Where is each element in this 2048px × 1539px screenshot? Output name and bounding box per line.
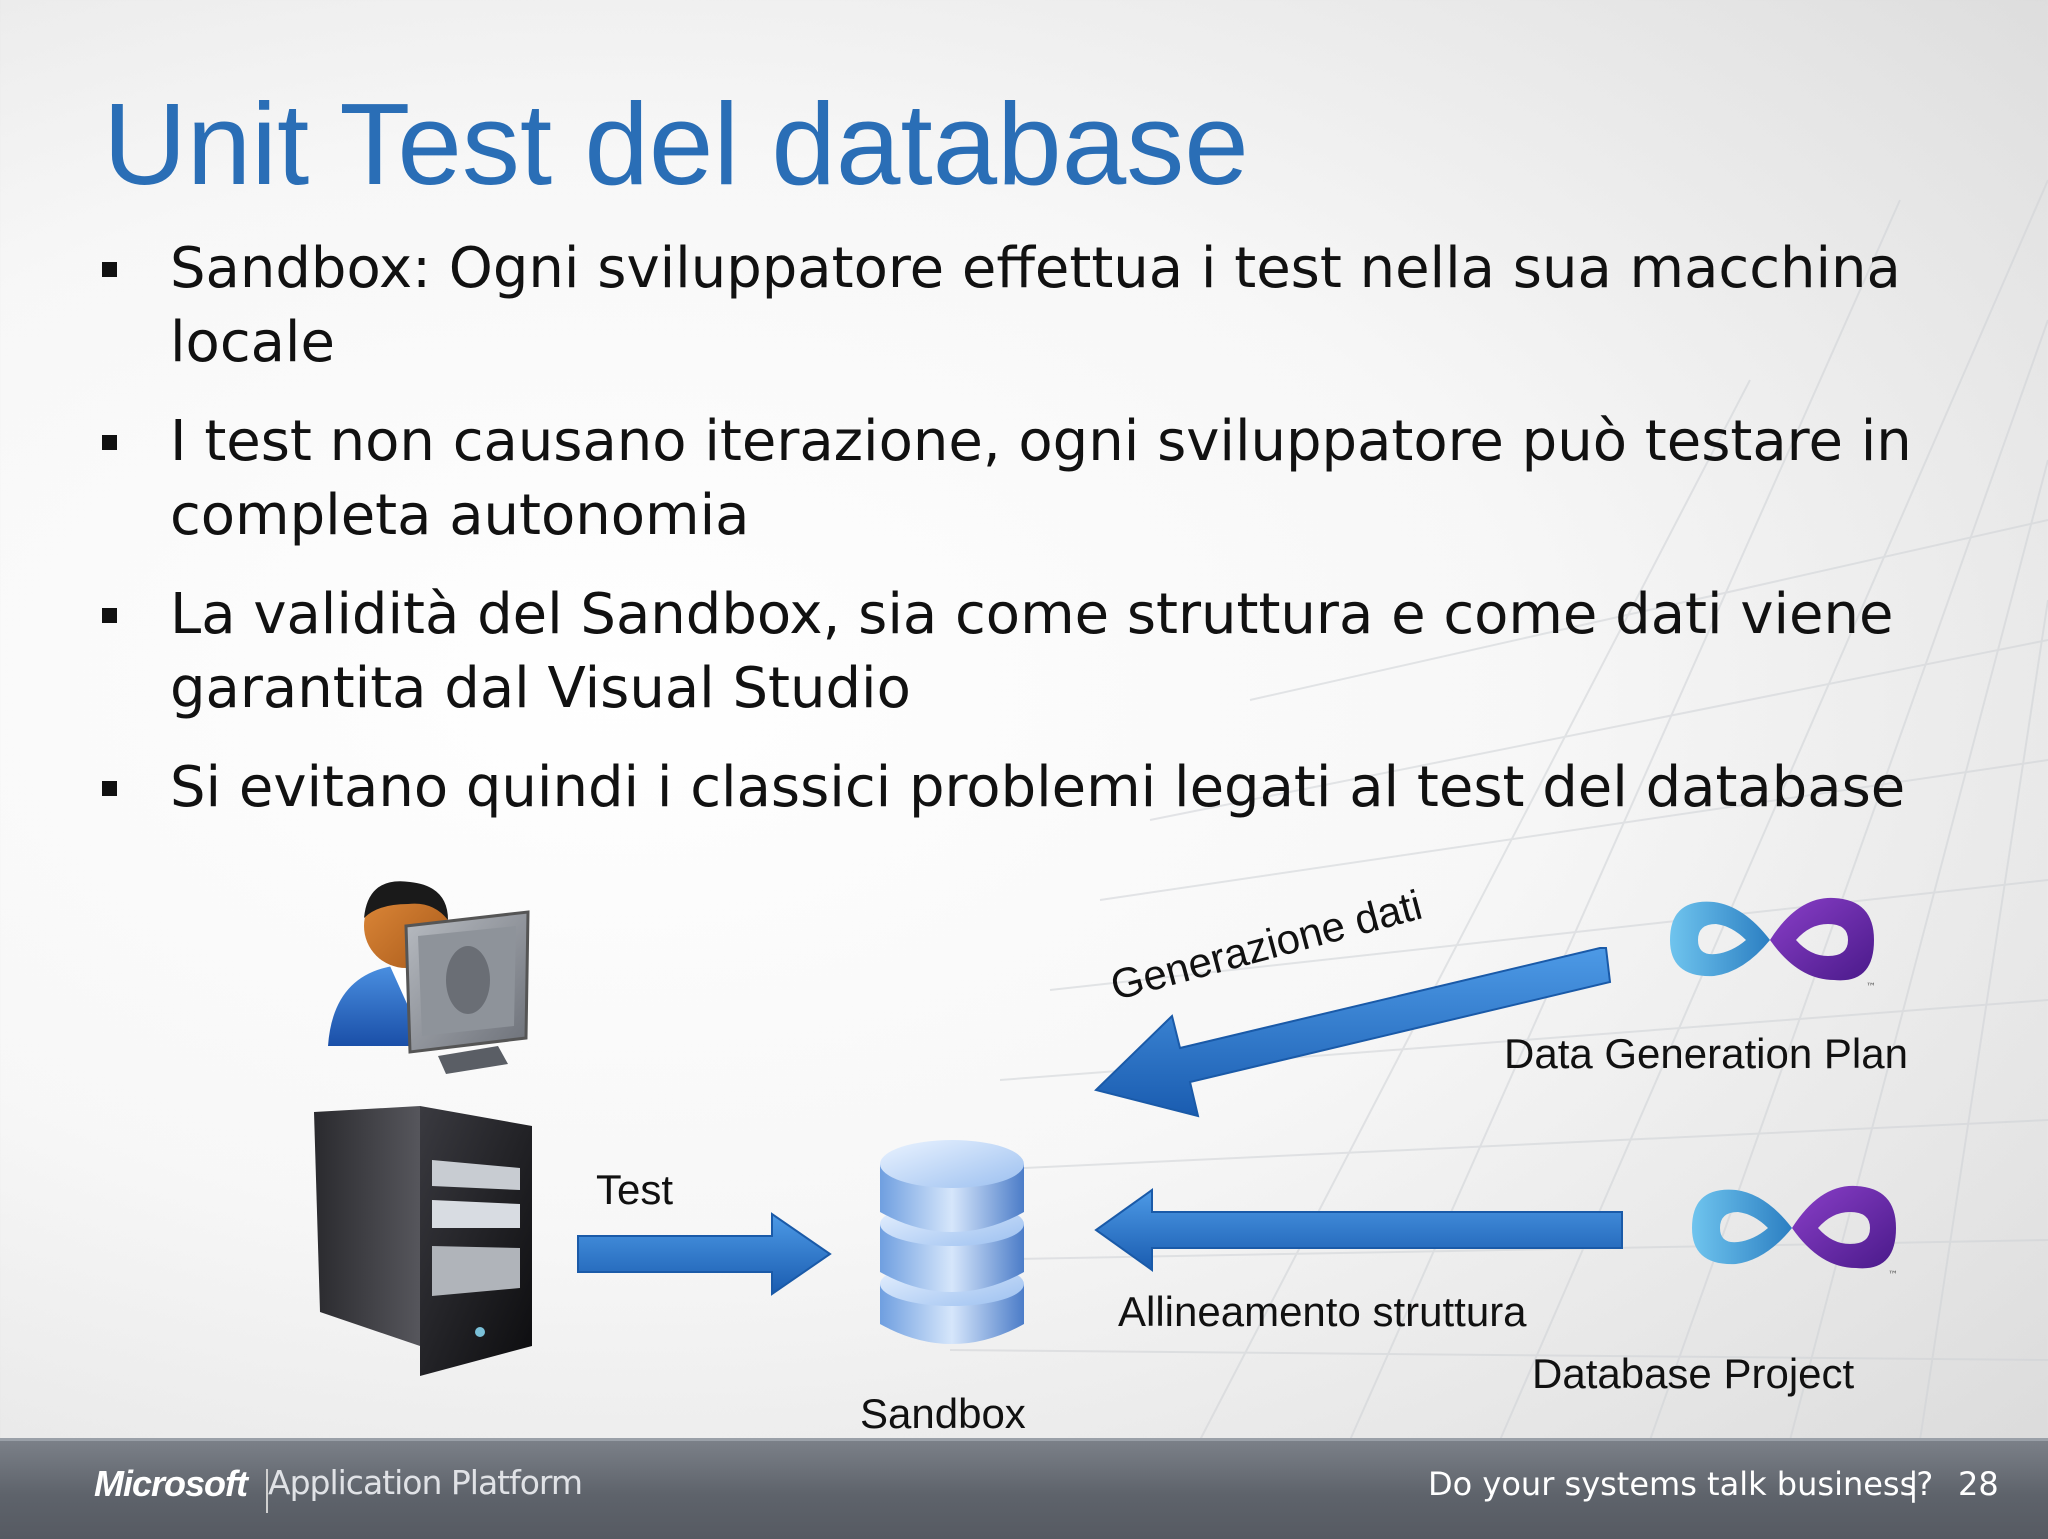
computer-tower-icon: [314, 1106, 532, 1376]
bullet-text-line: I test non causano iterazione, ogni svil…: [170, 409, 1912, 474]
svg-text:™: ™: [1888, 1270, 1898, 1281]
bullet-text-line: Sandbox: Ogni sviluppatore effettua i te…: [170, 236, 1901, 301]
test-label: Test: [596, 1166, 674, 1213]
bullet-marker: [102, 435, 117, 450]
bullet-text-line: garantita dal Visual Studio: [170, 656, 911, 721]
footer-bar: Microsoft Application Platform Do your s…: [0, 1438, 2048, 1539]
page-number: 28: [1958, 1465, 1999, 1503]
footer-tagline: Do your systems talk business?: [1428, 1465, 1934, 1503]
bullet-marker: [102, 608, 117, 623]
generation-arrow: [1094, 947, 1612, 1118]
slide-title: Unit Test del database: [103, 79, 1249, 209]
visual-studio-logo-icon: ™: [1670, 897, 1876, 993]
bullet-item: I test non causano iterazione, ogni svil…: [96, 405, 2048, 553]
test-arrow: [577, 1212, 832, 1296]
alignment-arrow: [1094, 1188, 1623, 1272]
bullet-text-line: completa autonomia: [170, 483, 750, 548]
footer-separator: |: [1908, 1465, 1919, 1503]
bullet-marker: [102, 262, 117, 277]
logo-divider: [266, 1469, 268, 1513]
application-platform-label: Application Platform: [268, 1463, 583, 1502]
bullet-item: Si evitano quindi i classici problemi le…: [96, 751, 2048, 825]
sandbox-label: Sandbox: [860, 1390, 1026, 1437]
data-generation-plan-label: Data Generation Plan: [1504, 1030, 1908, 1077]
bullet-item: La validità del Sandbox, sia come strutt…: [96, 578, 2048, 726]
visual-studio-logo-icon: ™: [1692, 1185, 1898, 1281]
developer-icon: [328, 881, 530, 1074]
database-project-label: Database Project: [1532, 1350, 1855, 1397]
database-icon: [880, 1140, 1024, 1344]
bullet-text-line: locale: [170, 310, 335, 375]
bullet-marker: [102, 781, 117, 796]
svg-text:™: ™: [1866, 982, 1876, 993]
bullet-item: Sandbox: Ogni sviluppatore effettua i te…: [96, 232, 2048, 380]
bullet-text-line: Si evitano quindi i classici problemi le…: [170, 755, 1906, 820]
microsoft-logo: Microsoft: [94, 1463, 248, 1504]
bullet-text-line: La validità del Sandbox, sia come strutt…: [170, 582, 1894, 647]
alignment-label: Allineamento struttura: [1118, 1288, 1527, 1335]
